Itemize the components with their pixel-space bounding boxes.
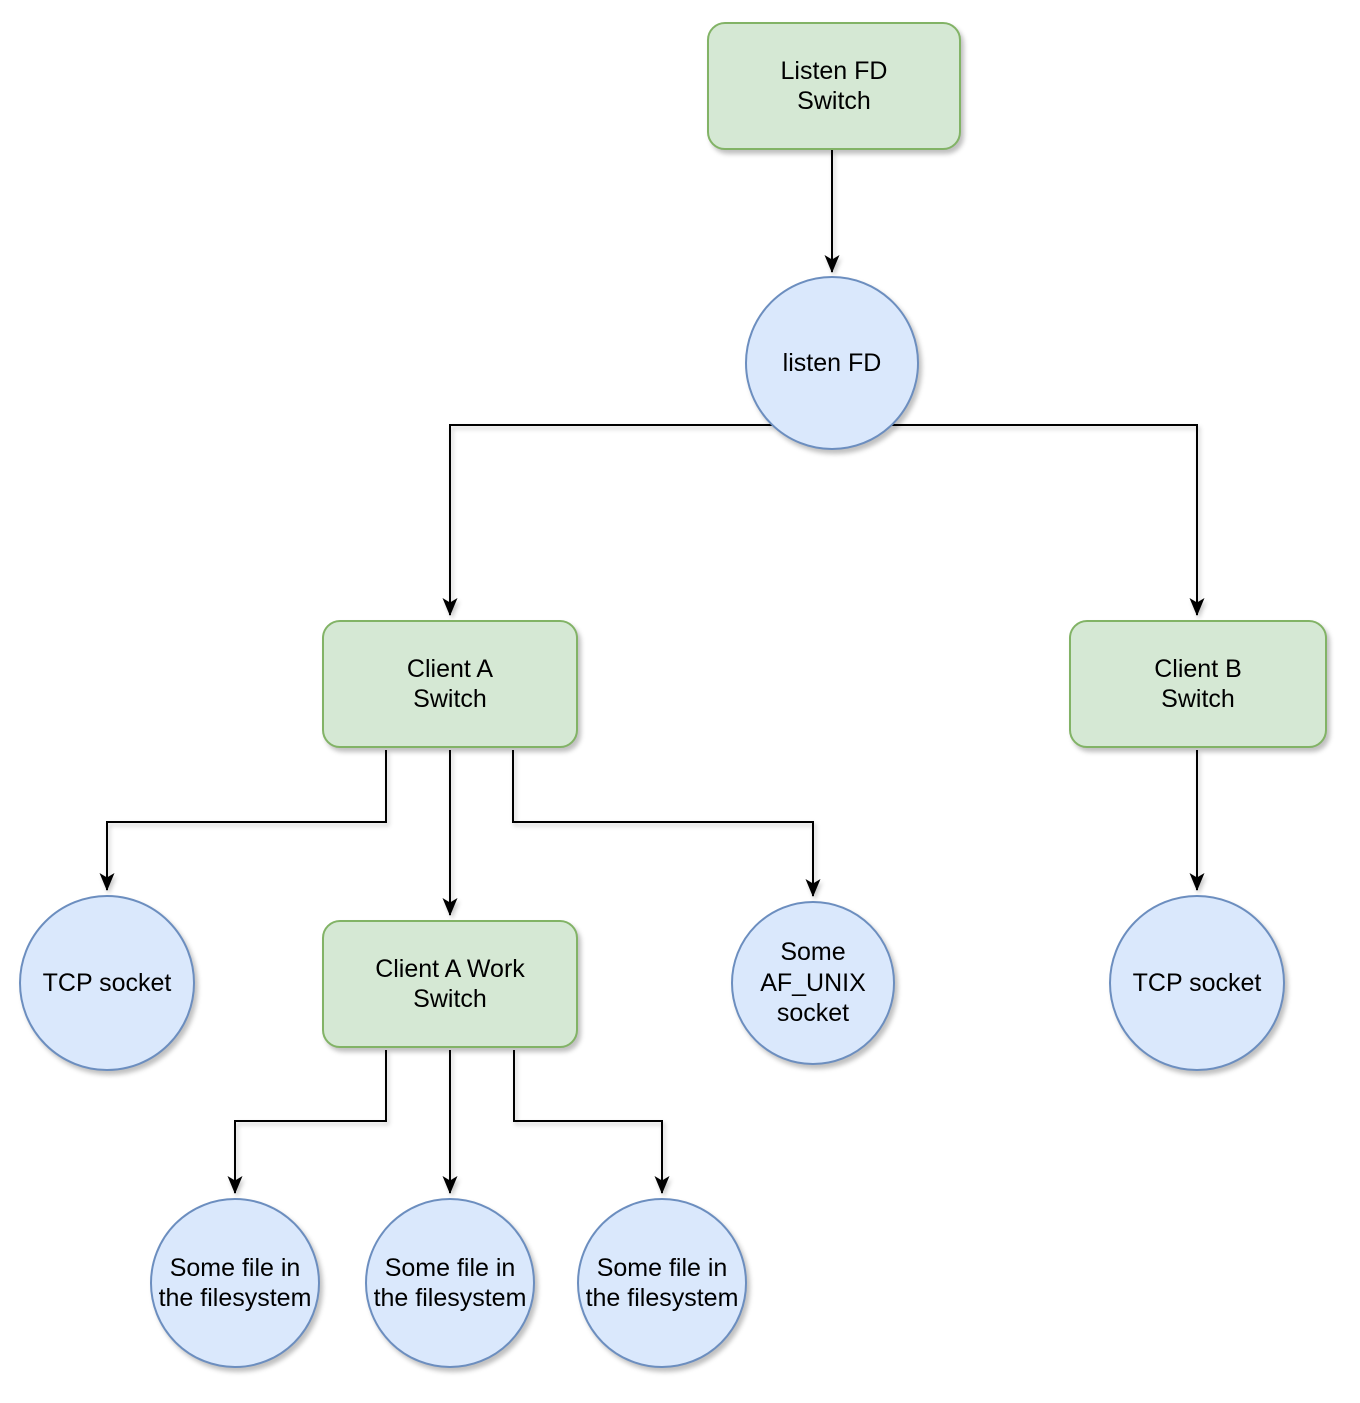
edge-listen-fd-to-client-b-switch xyxy=(892,424,1205,616)
node-file-2: Some file in the filesystem xyxy=(365,1198,535,1368)
node-tcp-socket-a: TCP socket xyxy=(19,895,195,1071)
node-label: Some file in the filesystem xyxy=(158,1253,312,1313)
node-tcp-socket-b: TCP socket xyxy=(1109,895,1285,1071)
node-label: Some AF_UNIX socket xyxy=(760,938,866,1028)
edge-client-a-work-switch-to-file-1 xyxy=(227,1050,387,1194)
edge-client-a-switch-to-af-unix-socket xyxy=(512,750,821,897)
node-client-b-switch: Client B Switch xyxy=(1069,620,1327,748)
node-af-unix-socket: Some AF_UNIX socket xyxy=(731,901,895,1065)
node-label: listen FD xyxy=(782,348,882,377)
node-label: Client A Work Switch xyxy=(375,954,525,1014)
node-client-a-work-switch: Client A Work Switch xyxy=(322,920,578,1048)
node-client-a-switch: Client A Switch xyxy=(322,620,578,748)
node-label: TCP socket xyxy=(1132,968,1262,997)
node-listen-fd: listen FD xyxy=(745,276,919,450)
node-label: Client B Switch xyxy=(1154,654,1242,714)
node-file-1: Some file in the filesystem xyxy=(150,1198,320,1368)
node-label: TCP socket xyxy=(42,968,172,997)
node-label: Some file in the filesystem xyxy=(585,1253,739,1313)
edge-client-a-work-switch-to-file-3 xyxy=(513,1050,670,1194)
node-listen-fd-switch: Listen FD Switch xyxy=(707,22,961,150)
edge-client-a-switch-to-tcp-socket-a xyxy=(99,750,387,891)
edge-listen-fd-to-client-a-switch xyxy=(442,424,772,616)
node-file-3: Some file in the filesystem xyxy=(577,1198,747,1368)
node-label: Client A Switch xyxy=(406,654,494,714)
node-label: Listen FD Switch xyxy=(780,56,888,116)
node-label: Some file in the filesystem xyxy=(373,1253,527,1313)
